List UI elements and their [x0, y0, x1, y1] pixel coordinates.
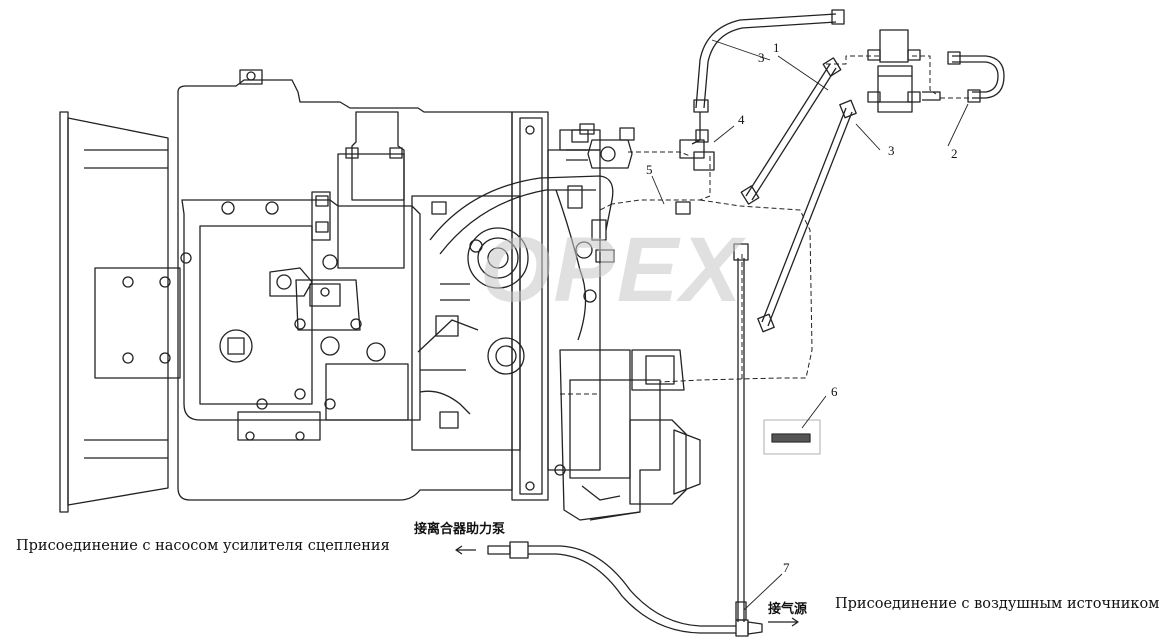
- relay-valve: [867, 29, 921, 113]
- callout-6: 6: [831, 384, 838, 399]
- leader-lines: [651, 39, 969, 611]
- callout-3a: 3: [758, 50, 765, 65]
- watermark: OPEX: [480, 219, 744, 321]
- pipe-3-diagonal: [757, 99, 857, 333]
- callout-7: 7: [783, 560, 790, 575]
- shift-tower: [311, 111, 405, 269]
- control-valve: [566, 127, 635, 209]
- air-source-caption: Присоединение с воздушным источником: [835, 596, 1160, 612]
- bell-housing: [59, 111, 181, 513]
- callout-3b: 3: [888, 143, 895, 158]
- clutch-pump-hose: [487, 541, 736, 634]
- callout-5: 5: [646, 162, 653, 177]
- lower-unit: [554, 349, 701, 521]
- fitting-4: [679, 129, 715, 171]
- gearbox-housing: [177, 69, 513, 501]
- air-source-line: [735, 258, 763, 637]
- clutch-pump-cn-label: 接离合器助力泵: [414, 522, 506, 537]
- fitting-5: [675, 201, 749, 261]
- air-source-cn-label: 接气源: [768, 602, 808, 617]
- clutch-pump-caption: Присоединение с насосом усилителя сцепле…: [16, 538, 390, 554]
- callout-2: 2: [951, 146, 958, 161]
- part-6-fitting: [763, 419, 821, 455]
- pipe-1: [740, 57, 842, 205]
- arrows: [455, 545, 799, 627]
- callout-1: 1: [773, 40, 780, 55]
- pipe-2: [922, 51, 1005, 103]
- callout-4: 4: [738, 112, 745, 127]
